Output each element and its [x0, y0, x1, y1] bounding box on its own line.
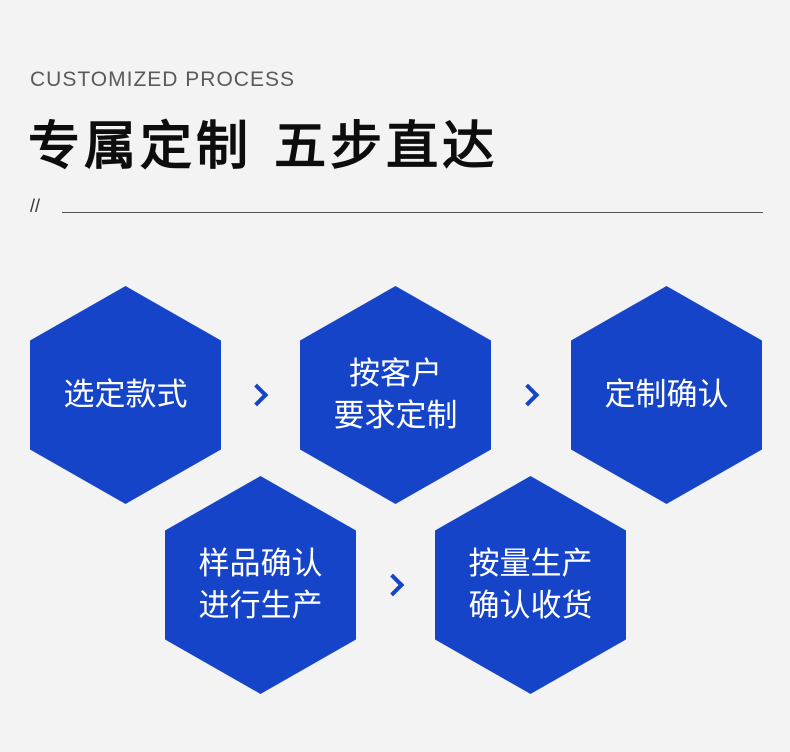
step-hexagon-2: 按客户 要求定制 — [300, 286, 491, 504]
chevron-right-icon — [245, 383, 269, 407]
step-2-label-line2: 要求定制 — [333, 398, 458, 434]
step-5-label-line1: 按量生产 — [468, 546, 593, 582]
step-5-label-line2: 确认收货 — [468, 588, 593, 624]
chevron-right-icon — [381, 573, 405, 597]
step-2-label-line1: 按客户 — [349, 356, 442, 392]
step-hexagon-3: 定制确认 — [571, 286, 762, 504]
slash-decoration: // — [30, 196, 41, 216]
page-title: 专属定制 五步直达 — [28, 117, 499, 177]
step-3-label: 定制确认 — [604, 377, 729, 413]
section-eyebrow: CUSTOMIZED PROCESS — [30, 68, 295, 91]
divider-line — [62, 212, 763, 213]
step-4-label-line1: 样品确认 — [198, 546, 323, 582]
step-hexagon-1: 选定款式 — [30, 286, 221, 504]
step-hexagon-5: 按量生产 确认收货 — [435, 476, 626, 694]
step-4-label-line2: 进行生产 — [198, 588, 323, 624]
step-1-label: 选定款式 — [63, 377, 188, 413]
step-hexagon-4: 样品确认 进行生产 — [165, 476, 356, 694]
chevron-right-icon — [516, 383, 540, 407]
